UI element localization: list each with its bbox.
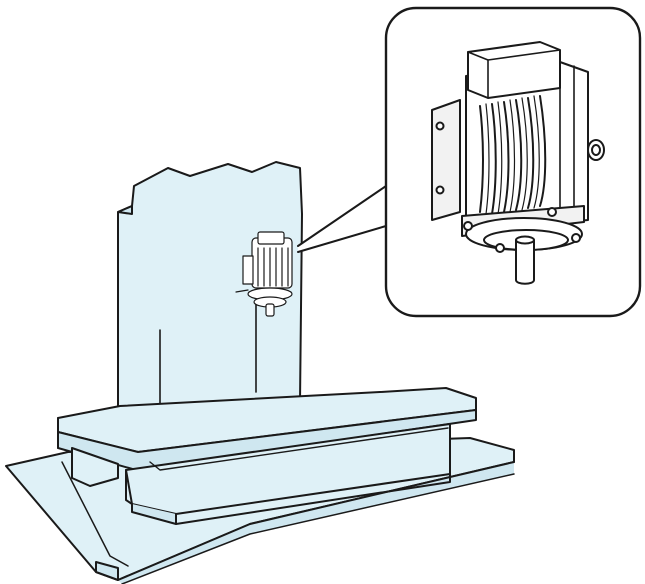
motor-icon [235,231,293,317]
column [117,161,303,411]
work-table [57,387,477,525]
callout-leader [297,185,387,253]
motor-detail-icon [431,41,605,285]
